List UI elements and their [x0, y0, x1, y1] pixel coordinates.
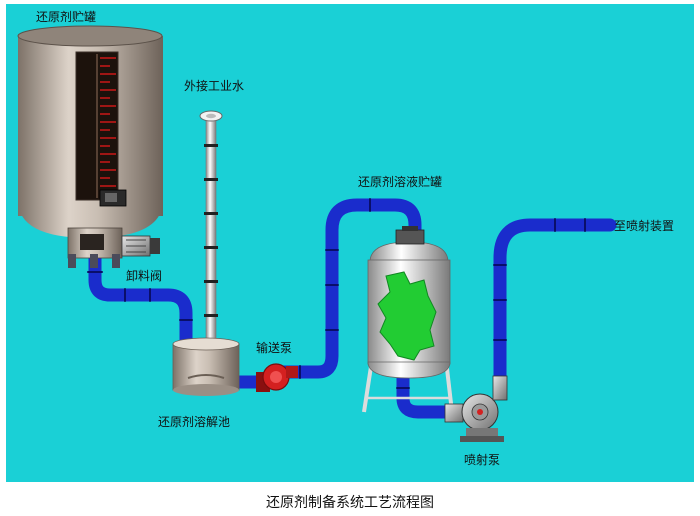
label-dissolving-pool: 还原剂溶解池	[158, 414, 230, 429]
label-injection-pump: 喷射泵	[464, 452, 500, 467]
discharge-valve	[121, 235, 160, 257]
solution-storage-tank	[362, 226, 454, 413]
label-external-water: 外接工业水	[184, 78, 244, 93]
solution-liquid	[377, 271, 437, 361]
water-pipe-flanges	[204, 144, 218, 317]
reducing-agent-storage-tank	[17, 25, 163, 268]
label-storage-tank: 还原剂贮罐	[36, 9, 96, 24]
dissolving-pool	[172, 337, 240, 396]
label-discharge-valve: 卸料阀	[126, 268, 162, 283]
pipe-joints	[87, 198, 586, 389]
level-gauge-ticks	[100, 57, 116, 187]
label-solution-tank: 还原剂溶液贮罐	[358, 174, 442, 189]
injection-pump	[444, 375, 508, 442]
figure-caption: 还原剂制备系统工艺流程图	[266, 494, 434, 511]
injection-pipe	[493, 218, 617, 387]
discharge-pipe	[88, 251, 193, 351]
label-to-injection: 至喷射装置	[614, 218, 674, 233]
transfer-pipe-riser	[275, 198, 422, 379]
label-transfer-pump: 输送泵	[256, 340, 292, 355]
transfer-pump	[256, 363, 298, 392]
